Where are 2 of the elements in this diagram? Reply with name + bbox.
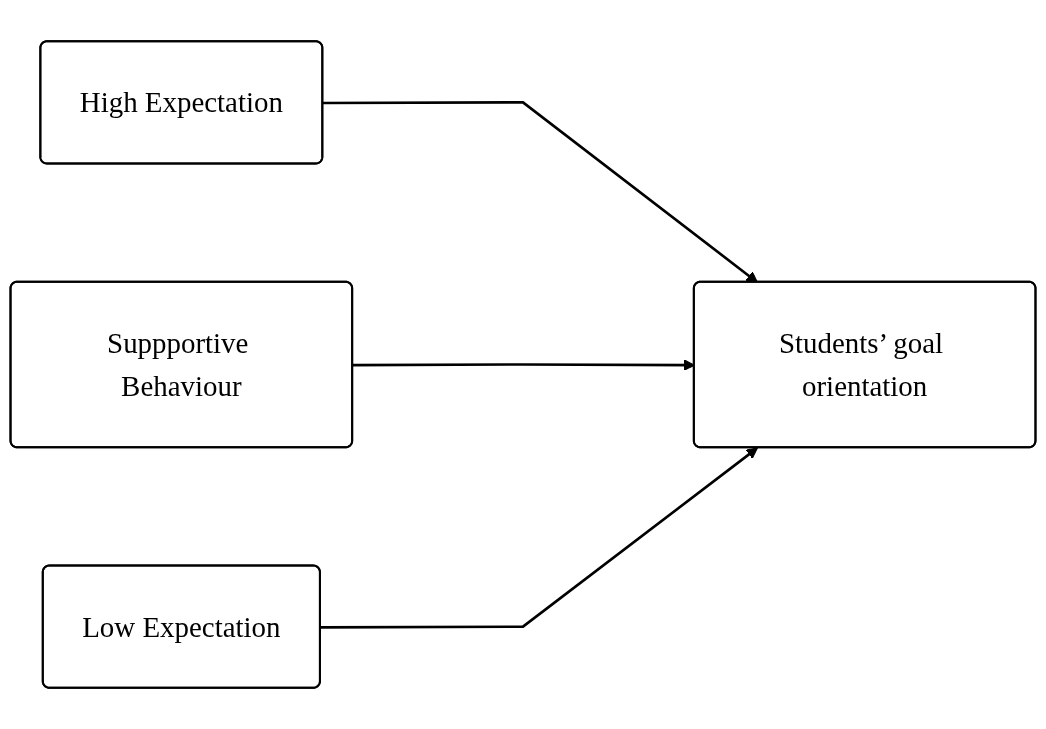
arrow [320, 447, 758, 629]
arrow [322, 101, 758, 283]
